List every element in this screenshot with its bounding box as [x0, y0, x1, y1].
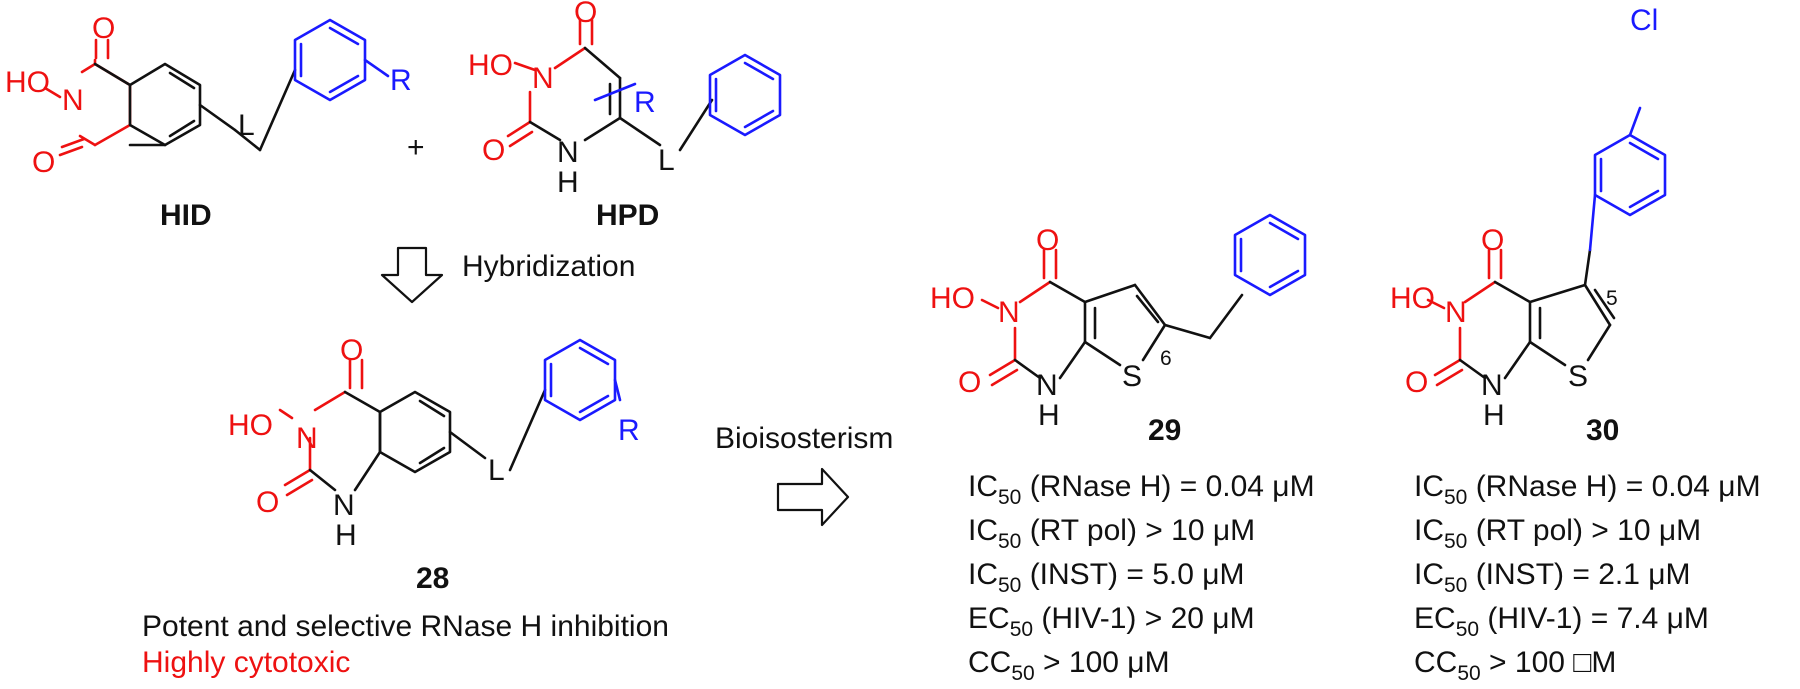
hpd-linker-l: L — [658, 144, 675, 177]
c30-cl: Cl — [1630, 4, 1658, 37]
hid-structure — [43, 18, 390, 157]
hpd-o-top: O — [574, 0, 597, 29]
c30-position-5: 5 — [1606, 287, 1618, 310]
c29-s: S — [1122, 360, 1142, 393]
c29-ho: HO — [930, 282, 975, 315]
c30-s: S — [1568, 360, 1588, 393]
bioisosterism-arrow-icon — [776, 467, 850, 527]
activity-row: IC50 (RT pol) > 10 μM — [1414, 514, 1701, 553]
c29-nh-h: H — [1038, 399, 1060, 432]
c28-nh-n: N — [333, 489, 355, 522]
c29-o-top: O — [1036, 224, 1059, 257]
c28-r: R — [618, 414, 640, 447]
hybridization-arrow-icon — [380, 246, 444, 304]
hid-o-bottom: O — [32, 146, 55, 179]
hpd-nh-n: N — [557, 136, 579, 169]
plus-sign: + — [407, 131, 425, 164]
compound-29-activity: IC50 (RNase H) = 0.04 μM IC50 (RT pol) >… — [968, 470, 1315, 685]
hpd-r: R — [634, 86, 656, 119]
compound-30-structure — [1426, 106, 1667, 387]
c30-nh-h: H — [1483, 399, 1505, 432]
c29-o-bottom: O — [958, 366, 981, 399]
compound-28-summary: Potent and selective RNase H inhibition — [142, 610, 669, 643]
activity-row: IC50 (RNase H) = 0.04 μM — [968, 470, 1315, 509]
compound-30-label: 30 — [1586, 414, 1619, 447]
c30-ho: HO — [1390, 282, 1435, 315]
c29-position-6: 6 — [1160, 347, 1172, 370]
hpd-nh-h: H — [557, 166, 579, 199]
compound-30-activity: IC50 (RNase H) = 0.04 μM IC50 (RT pol) >… — [1414, 470, 1761, 685]
hid-label: HID — [160, 199, 212, 232]
hybridization-label: Hybridization — [462, 250, 635, 283]
hid-ho: HO — [5, 66, 50, 99]
hpd-ho: HO — [468, 49, 513, 82]
compound-29-structure — [980, 213, 1307, 387]
activity-row: EC50 (HIV-1) > 20 μM — [968, 602, 1255, 641]
hpd-n: N — [532, 62, 554, 95]
activity-row: IC50 (INST) = 5.0 μM — [968, 558, 1245, 597]
c28-ho: HO — [228, 409, 273, 442]
activity-row: IC50 (INST) = 2.1 μM — [1414, 558, 1691, 597]
compound-28-label: 28 — [416, 562, 449, 595]
c30-n: N — [1445, 296, 1467, 329]
bioisosterism-label: Bioisosterism — [715, 422, 893, 455]
c28-nh-h: H — [335, 519, 357, 552]
c30-o-bottom: O — [1405, 366, 1428, 399]
compound-29-label: 29 — [1148, 414, 1181, 447]
activity-row: CC50 > 100 μM — [968, 646, 1170, 685]
c28-o-bottom: O — [256, 486, 279, 519]
compound-28-structure — [278, 338, 622, 497]
hpd-o-bottom: O — [482, 134, 505, 167]
c29-nh-n: N — [1036, 369, 1058, 402]
hpd-structure — [506, 18, 782, 152]
activity-row: EC50 (HIV-1) = 7.4 μM — [1414, 602, 1709, 641]
hid-n: N — [62, 84, 84, 117]
activity-row: CC50 > 100 □M — [1414, 646, 1616, 685]
c28-linker-l: L — [488, 454, 505, 487]
c29-n: N — [998, 296, 1020, 329]
c30-nh-n: N — [1481, 369, 1503, 402]
c30-o-top: O — [1481, 224, 1504, 257]
hid-linker-l: L — [238, 109, 255, 142]
hid-r: R — [390, 64, 412, 97]
hid-o-top: O — [92, 12, 115, 45]
hpd-label: HPD — [596, 199, 659, 232]
c28-n: N — [296, 422, 318, 455]
compound-28-warning: Highly cytotoxic — [142, 646, 350, 679]
activity-row: IC50 (RT pol) > 10 μM — [968, 514, 1255, 553]
c28-o-top: O — [340, 334, 363, 367]
activity-row: IC50 (RNase H) = 0.04 μM — [1414, 470, 1761, 509]
